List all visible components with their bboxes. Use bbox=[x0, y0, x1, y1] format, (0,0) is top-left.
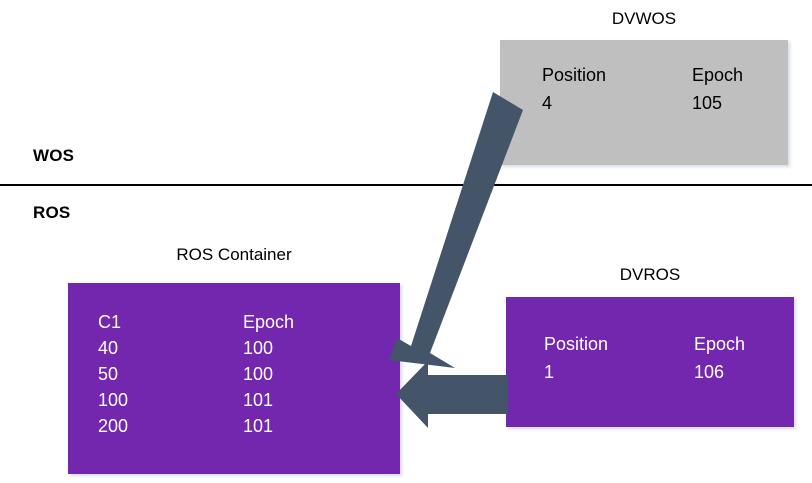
dvros-position-header: Position bbox=[544, 334, 609, 354]
table-row: 100 bbox=[243, 364, 274, 384]
dvwos-epoch-header: Epoch bbox=[692, 65, 744, 85]
dvros-epoch-header: Epoch bbox=[694, 334, 746, 354]
dvros-epoch-value: 106 bbox=[694, 362, 725, 382]
dvros-field-position: Position 1 bbox=[544, 330, 694, 386]
dvros-box[interactable]: Position 1 Epoch 106 bbox=[506, 297, 794, 427]
table-row: 200 bbox=[98, 416, 129, 436]
table-row: 101 bbox=[243, 416, 274, 436]
section-label-wos: WOS bbox=[33, 146, 75, 165]
dvros-caption: DVROS bbox=[619, 265, 681, 284]
section-label-ros: ROS bbox=[33, 203, 71, 222]
dvwos-box[interactable]: Position 4 Epoch 105 bbox=[500, 40, 788, 165]
dvwos-field-epoch: Epoch 105 bbox=[692, 61, 743, 117]
ros-container-column-epoch: Epoch 100 100 101 101 bbox=[243, 309, 294, 439]
table-row: 40 bbox=[98, 338, 119, 358]
ros-container-caption: ROS Container bbox=[176, 245, 292, 264]
table-row: 100 bbox=[98, 390, 129, 410]
dvwos-epoch-value: 105 bbox=[692, 93, 723, 113]
ros-container-box[interactable]: C1 40 50 100 200 Epoch 100 100 101 101 bbox=[68, 283, 400, 474]
dvwos-position-value: 4 bbox=[542, 93, 553, 113]
ros-container-header-epoch: Epoch bbox=[243, 312, 295, 332]
dvros-field-epoch: Epoch 106 bbox=[694, 330, 745, 386]
ros-container-column-c1: C1 40 50 100 200 bbox=[98, 309, 243, 439]
dvros-position-value: 1 bbox=[544, 362, 555, 382]
dvros-fields: Position 1 Epoch 106 bbox=[544, 330, 745, 386]
ros-container-table: C1 40 50 100 200 Epoch 100 100 101 101 bbox=[98, 309, 294, 439]
dvwos-fields: Position 4 Epoch 105 bbox=[542, 61, 743, 117]
ros-container-header-c1: C1 bbox=[98, 312, 122, 332]
dvwos-caption: DVWOS bbox=[611, 9, 677, 28]
dvwos-field-position: Position 4 bbox=[542, 61, 692, 117]
table-row: 100 bbox=[243, 338, 274, 358]
table-row: 50 bbox=[98, 364, 119, 384]
table-row: 101 bbox=[243, 390, 274, 410]
arrow-dvros-to-ros-container bbox=[396, 361, 508, 428]
wos-ros-divider bbox=[0, 184, 812, 186]
dvwos-position-header: Position bbox=[542, 65, 607, 85]
